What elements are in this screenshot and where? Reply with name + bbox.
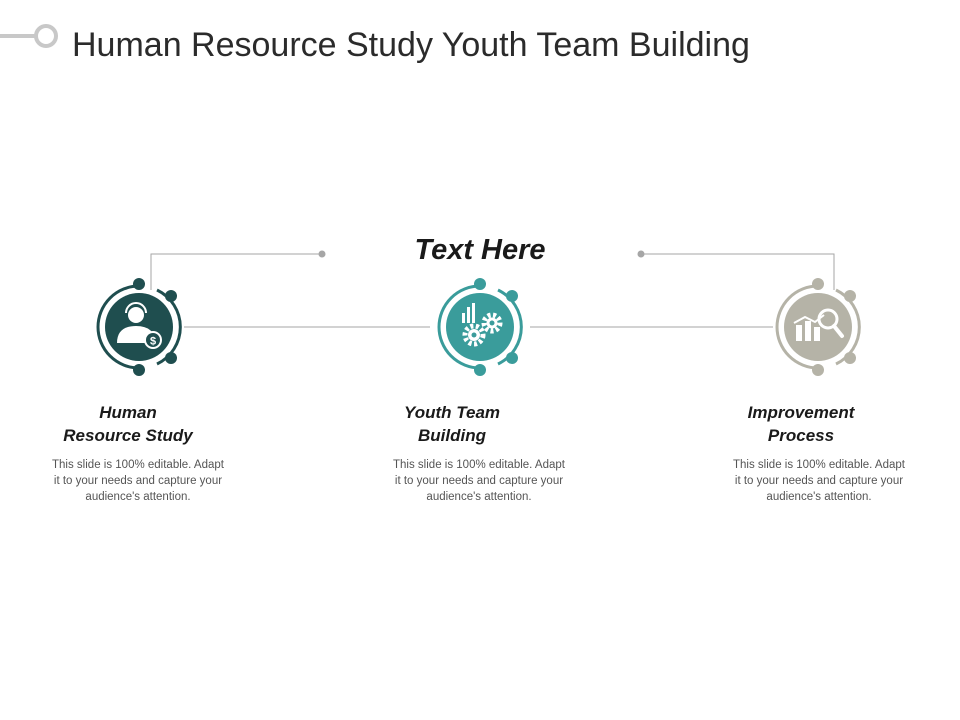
item-title-line: Process xyxy=(767,426,835,445)
businessman-dollar-icon: $ xyxy=(117,302,162,349)
item-title-line: Resource Study xyxy=(63,426,193,445)
item-title: Youth Team Building xyxy=(342,401,562,447)
connectors xyxy=(150,250,835,328)
gears-chart-icon xyxy=(462,303,503,347)
item-title-line: Improvement xyxy=(747,403,855,422)
node-human-resource: $ xyxy=(96,278,182,376)
item-description: This slide is 100% editable. Adapt it to… xyxy=(393,459,565,503)
chart-magnifier-icon xyxy=(793,308,844,341)
item-title: Improvement Process xyxy=(691,401,911,447)
title-decoration-icon xyxy=(0,24,58,48)
center-text: Text Here xyxy=(414,234,546,266)
item-title-line: Building xyxy=(418,426,486,445)
svg-text:$: $ xyxy=(150,336,156,348)
item-description: This slide is 100% editable. Adapt it to… xyxy=(52,459,224,503)
item-description: This slide is 100% editable. Adapt it to… xyxy=(733,459,905,503)
node-youth-team xyxy=(437,278,523,376)
item-title-line: Human xyxy=(99,403,157,422)
slide-title: Human Resource Study Youth Team Building xyxy=(72,26,750,64)
node-improvement xyxy=(775,278,861,376)
title-bar: Human Resource Study Youth Team Building xyxy=(0,12,960,64)
item-title-line: Youth Team xyxy=(403,403,501,422)
item-title: Human Resource Study xyxy=(18,401,238,447)
